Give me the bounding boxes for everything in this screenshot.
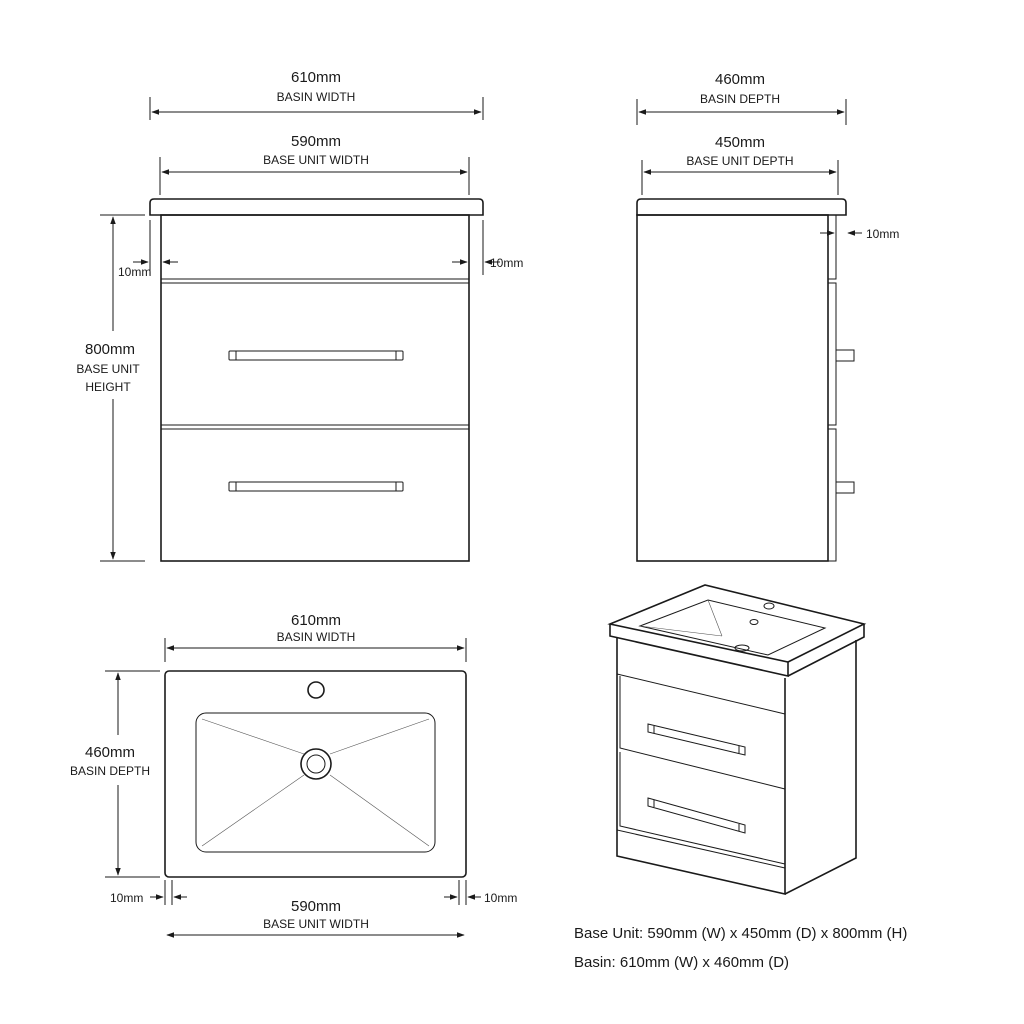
top-base-width-label: BASE UNIT WIDTH <box>263 917 369 931</box>
side-lower-handle <box>835 481 855 494</box>
top-basin-width-label: BASIN WIDTH <box>277 630 356 644</box>
front-right-offset-dimension: 10mm <box>452 220 523 275</box>
top-basin-depth-dimension: 460mm BASIN DEPTH <box>70 670 160 878</box>
side-base-depth-dimension: 450mm BASE UNIT DEPTH <box>641 134 839 195</box>
iso-cabinet-side <box>784 640 857 895</box>
spec-basin: Basin: 610mm (W) x 460mm (D) <box>574 954 789 971</box>
side-basin-depth-value: 460mm <box>715 71 765 88</box>
top-base-width-value: 590mm <box>291 898 341 915</box>
front-basin-width-value: 610mm <box>291 69 341 86</box>
iso-waste-outlet <box>734 644 750 652</box>
top-basin-width-value: 610mm <box>291 612 341 629</box>
front-lower-drawer-handle <box>228 481 404 492</box>
front-basin-width-dimension: 610mm BASIN WIDTH <box>149 69 484 120</box>
front-height-label-line2: HEIGHT <box>85 380 131 394</box>
side-basin-depth-label: BASIN DEPTH <box>700 92 780 106</box>
front-base-width-value: 590mm <box>291 133 341 150</box>
side-base-depth-value: 450mm <box>715 134 765 151</box>
iso-basin-side-edge <box>787 624 865 677</box>
side-upper-drawer-edge <box>828 282 837 426</box>
top-base-width-dimension: 590mm BASE UNIT WIDTH <box>166 898 465 938</box>
top-bowl-slopes <box>201 718 430 847</box>
iso-basin-front-edge <box>609 624 789 677</box>
side-view: 460mm BASIN DEPTH 450mm BASE UNIT DEPTH … <box>636 71 899 562</box>
waste-outlet-inner <box>306 754 326 774</box>
front-base-width-dimension: 590mm BASE UNIT WIDTH <box>159 133 470 195</box>
top-basin-outline <box>164 670 467 878</box>
side-upper-handle <box>835 349 855 362</box>
iso-bowl-outline <box>638 599 827 656</box>
front-basin-width-label: BASIN WIDTH <box>277 90 356 104</box>
front-cabinet-body <box>160 214 470 562</box>
iso-upper-handle <box>647 723 746 756</box>
iso-lower-handle <box>647 797 746 834</box>
side-basin-top <box>636 198 847 216</box>
front-basin-top <box>149 198 484 216</box>
isometric-view <box>607 584 867 896</box>
top-right-offset-value: 10mm <box>484 891 517 905</box>
top-basin-depth-label: BASIN DEPTH <box>70 764 150 778</box>
top-view: 610mm BASIN WIDTH 460mm BASIN DEPTH <box>70 612 517 938</box>
spec-base-unit: Base Unit: 590mm (W) x 450mm (D) x 800mm… <box>574 925 907 942</box>
waste-outlet-outer <box>300 748 332 780</box>
iso-lower-drawer <box>619 752 786 865</box>
front-view: 610mm BASIN WIDTH 590mm BASE UNIT WIDTH <box>76 69 523 562</box>
top-left-offset-value: 10mm <box>110 891 143 905</box>
side-lower-drawer-edge <box>828 428 837 562</box>
front-height-value: 800mm <box>85 341 135 358</box>
iso-upper-drawer <box>619 676 786 790</box>
iso-top-rail <box>616 673 786 715</box>
iso-cabinet-front <box>616 638 786 896</box>
side-top-rail-edge <box>828 214 837 280</box>
side-cabinet-carcass <box>636 214 829 562</box>
top-right-offset-dimension: 10mm <box>444 880 517 905</box>
front-left-offset-value: 10mm <box>118 265 151 279</box>
front-upper-drawer-handle <box>228 350 404 361</box>
side-base-depth-label: BASE UNIT DEPTH <box>686 154 793 168</box>
top-basin-width-dimension: 610mm BASIN WIDTH <box>164 612 467 662</box>
side-basin-depth-dimension: 460mm BASIN DEPTH <box>636 71 847 125</box>
front-height-dimension: 800mm BASE UNIT HEIGHT <box>76 214 145 562</box>
front-base-width-label: BASE UNIT WIDTH <box>263 153 369 167</box>
front-left-offset-dimension: 10mm <box>118 220 178 279</box>
side-offset-dimension: 10mm <box>820 227 899 241</box>
top-basin-depth-value: 460mm <box>85 744 135 761</box>
side-offset-value: 10mm <box>866 227 899 241</box>
iso-overflow <box>749 619 759 625</box>
top-bowl-outline <box>195 712 436 853</box>
iso-tap-hole <box>763 602 775 610</box>
tap-hole <box>307 681 325 699</box>
top-left-offset-dimension: 10mm <box>110 880 187 905</box>
front-height-label-line1: BASE UNIT <box>76 362 140 376</box>
front-right-offset-value: 10mm <box>490 256 523 270</box>
